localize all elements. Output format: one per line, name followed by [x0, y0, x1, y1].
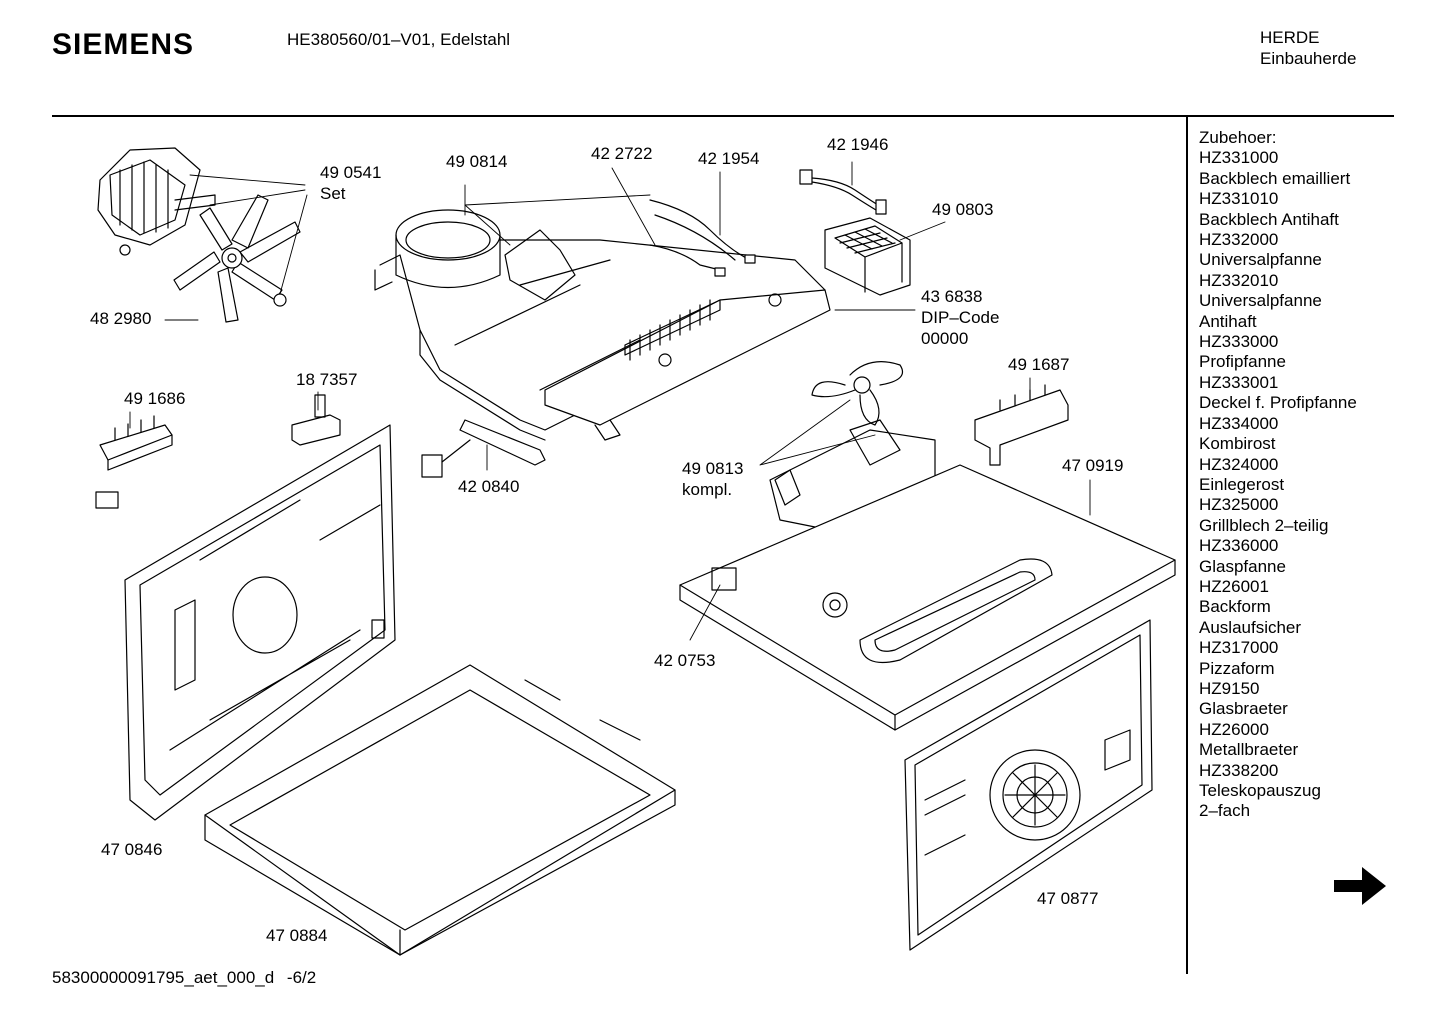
part-label: 49 1687 [1008, 355, 1070, 374]
accessory-line: Glasbraeter [1199, 699, 1288, 719]
accessory-line: Metallbraeter [1199, 740, 1299, 760]
part-label: 42 1954 [698, 149, 760, 168]
accessory-line: HZ332000 [1199, 230, 1279, 250]
part-label: 47 0884 [266, 926, 328, 945]
fan-duct-housing-part [374, 209, 826, 441]
back-panel-part [124, 424, 396, 821]
accessory-line: HZ334000 [1199, 413, 1279, 433]
category-block: HERDE Einbauherde [1260, 27, 1356, 69]
terminal-block-49-1686-part [95, 415, 173, 509]
part-note: kompl. [682, 480, 733, 499]
accessory-line: HZ325000 [1199, 495, 1279, 515]
heatsink-part [824, 217, 911, 296]
accessory-line: 2–fach [1199, 801, 1251, 821]
accessory-line: Deckel f. Profipfanne [1199, 393, 1357, 413]
accessories-list: Zubehoer: HZ331000 Backblech emailliert … [1199, 128, 1357, 822]
fan-blade-part [173, 194, 301, 323]
accessory-line: HZ331010 [1199, 189, 1279, 209]
part-label: 47 0877 [1037, 889, 1099, 908]
model-title: HE380560/01–V01, Edelstahl [287, 30, 511, 49]
oven-top-plate-part [679, 464, 1176, 731]
part-label: 47 0919 [1062, 456, 1124, 475]
accessory-line: Profipfanne [1199, 352, 1286, 372]
accessory-line: HZ333001 [1199, 372, 1279, 392]
switch-18-7357-part [291, 394, 341, 446]
accessory-line: Einlegerost [1199, 474, 1285, 494]
accessory-line: HZ331000 [1199, 148, 1279, 168]
right-arrow-icon[interactable] [1332, 864, 1388, 908]
part-label: 49 1686 [124, 389, 186, 408]
exploded-view-drawing [95, 147, 1176, 956]
accessory-line: Backblech Antihaft [1199, 209, 1339, 229]
part-label: 47 0846 [101, 840, 163, 859]
brand-logo: SIEMENS [52, 28, 195, 61]
part-label: 42 0840 [458, 477, 520, 496]
accessory-line: Auslaufsicher [1199, 617, 1302, 637]
sensor-42-0840-part [421, 419, 546, 478]
footer: 58300000091795_aet_000_d -6/2 [52, 968, 316, 988]
part-number: 49 0541 [320, 163, 382, 182]
accessory-line: Backform [1199, 597, 1271, 617]
sidebar-divider [1186, 117, 1188, 974]
control-module-part [544, 289, 831, 441]
accessory-line: Kombirost [1199, 434, 1276, 454]
part-label: 42 1946 [827, 135, 889, 154]
accessory-line: HZ338200 [1199, 760, 1279, 780]
accessory-line: Teleskopauszug [1199, 781, 1321, 800]
part-note: 00000 [921, 329, 969, 348]
part-label: 18 7357 [296, 370, 358, 389]
part-label: 49 0541 Set [320, 162, 381, 204]
part-label: 49 0814 [446, 152, 508, 171]
accessory-line: HZ333000 [1199, 332, 1279, 352]
part-label: 49 0803 [932, 200, 994, 219]
part-number: 49 0813 [682, 459, 744, 478]
part-label: 43 6838 DIP–Code 00000 [921, 286, 999, 349]
accessory-line: Backblech emailliert [1199, 168, 1351, 188]
part-note: Set [320, 184, 346, 203]
accessory-line: Pizzaform [1199, 658, 1275, 678]
cable-42-1946-part [799, 169, 887, 215]
header-divider [52, 115, 1394, 117]
accessory-line: Grillblech 2–teilig [1199, 515, 1329, 535]
accessory-line: HZ26001 [1199, 576, 1269, 596]
part-label: 49 0813 kompl. [682, 458, 743, 500]
accessory-line: HZ324000 [1199, 454, 1279, 474]
accessory-line: Universalpfanne [1199, 291, 1322, 311]
accessories-title: Zubehoer: [1199, 128, 1277, 147]
fan-motor-part [97, 147, 216, 256]
accessory-line: Glaspfanne [1199, 556, 1286, 576]
subcategory: Einbauherde [1260, 49, 1357, 68]
accessory-line: Universalpfanne [1199, 250, 1322, 270]
part-label: 48 2980 [90, 309, 152, 328]
document-id: 58300000091795_aet_000_d [52, 968, 275, 987]
connector-49-1687-part [974, 384, 1069, 466]
part-label: 42 2722 [591, 144, 653, 163]
part-number: 43 6838 [921, 287, 983, 306]
bottom-tray-part [204, 664, 676, 956]
front-panel-part [904, 619, 1153, 951]
part-label: 42 0753 [654, 651, 716, 670]
accessory-line: Antihaft [1199, 311, 1257, 331]
category: HERDE [1260, 28, 1320, 47]
accessory-line: HZ336000 [1199, 536, 1279, 556]
page-number: -6/2 [286, 968, 317, 987]
leader-lines [129, 161, 1091, 641]
accessory-line: HZ317000 [1199, 638, 1279, 658]
accessory-line: HZ26000 [1199, 719, 1269, 739]
wiring-harness-part [649, 199, 756, 277]
accessory-line: HZ332010 [1199, 270, 1279, 290]
part-note: DIP–Code [921, 308, 1000, 327]
accessory-line: HZ9150 [1199, 678, 1260, 698]
